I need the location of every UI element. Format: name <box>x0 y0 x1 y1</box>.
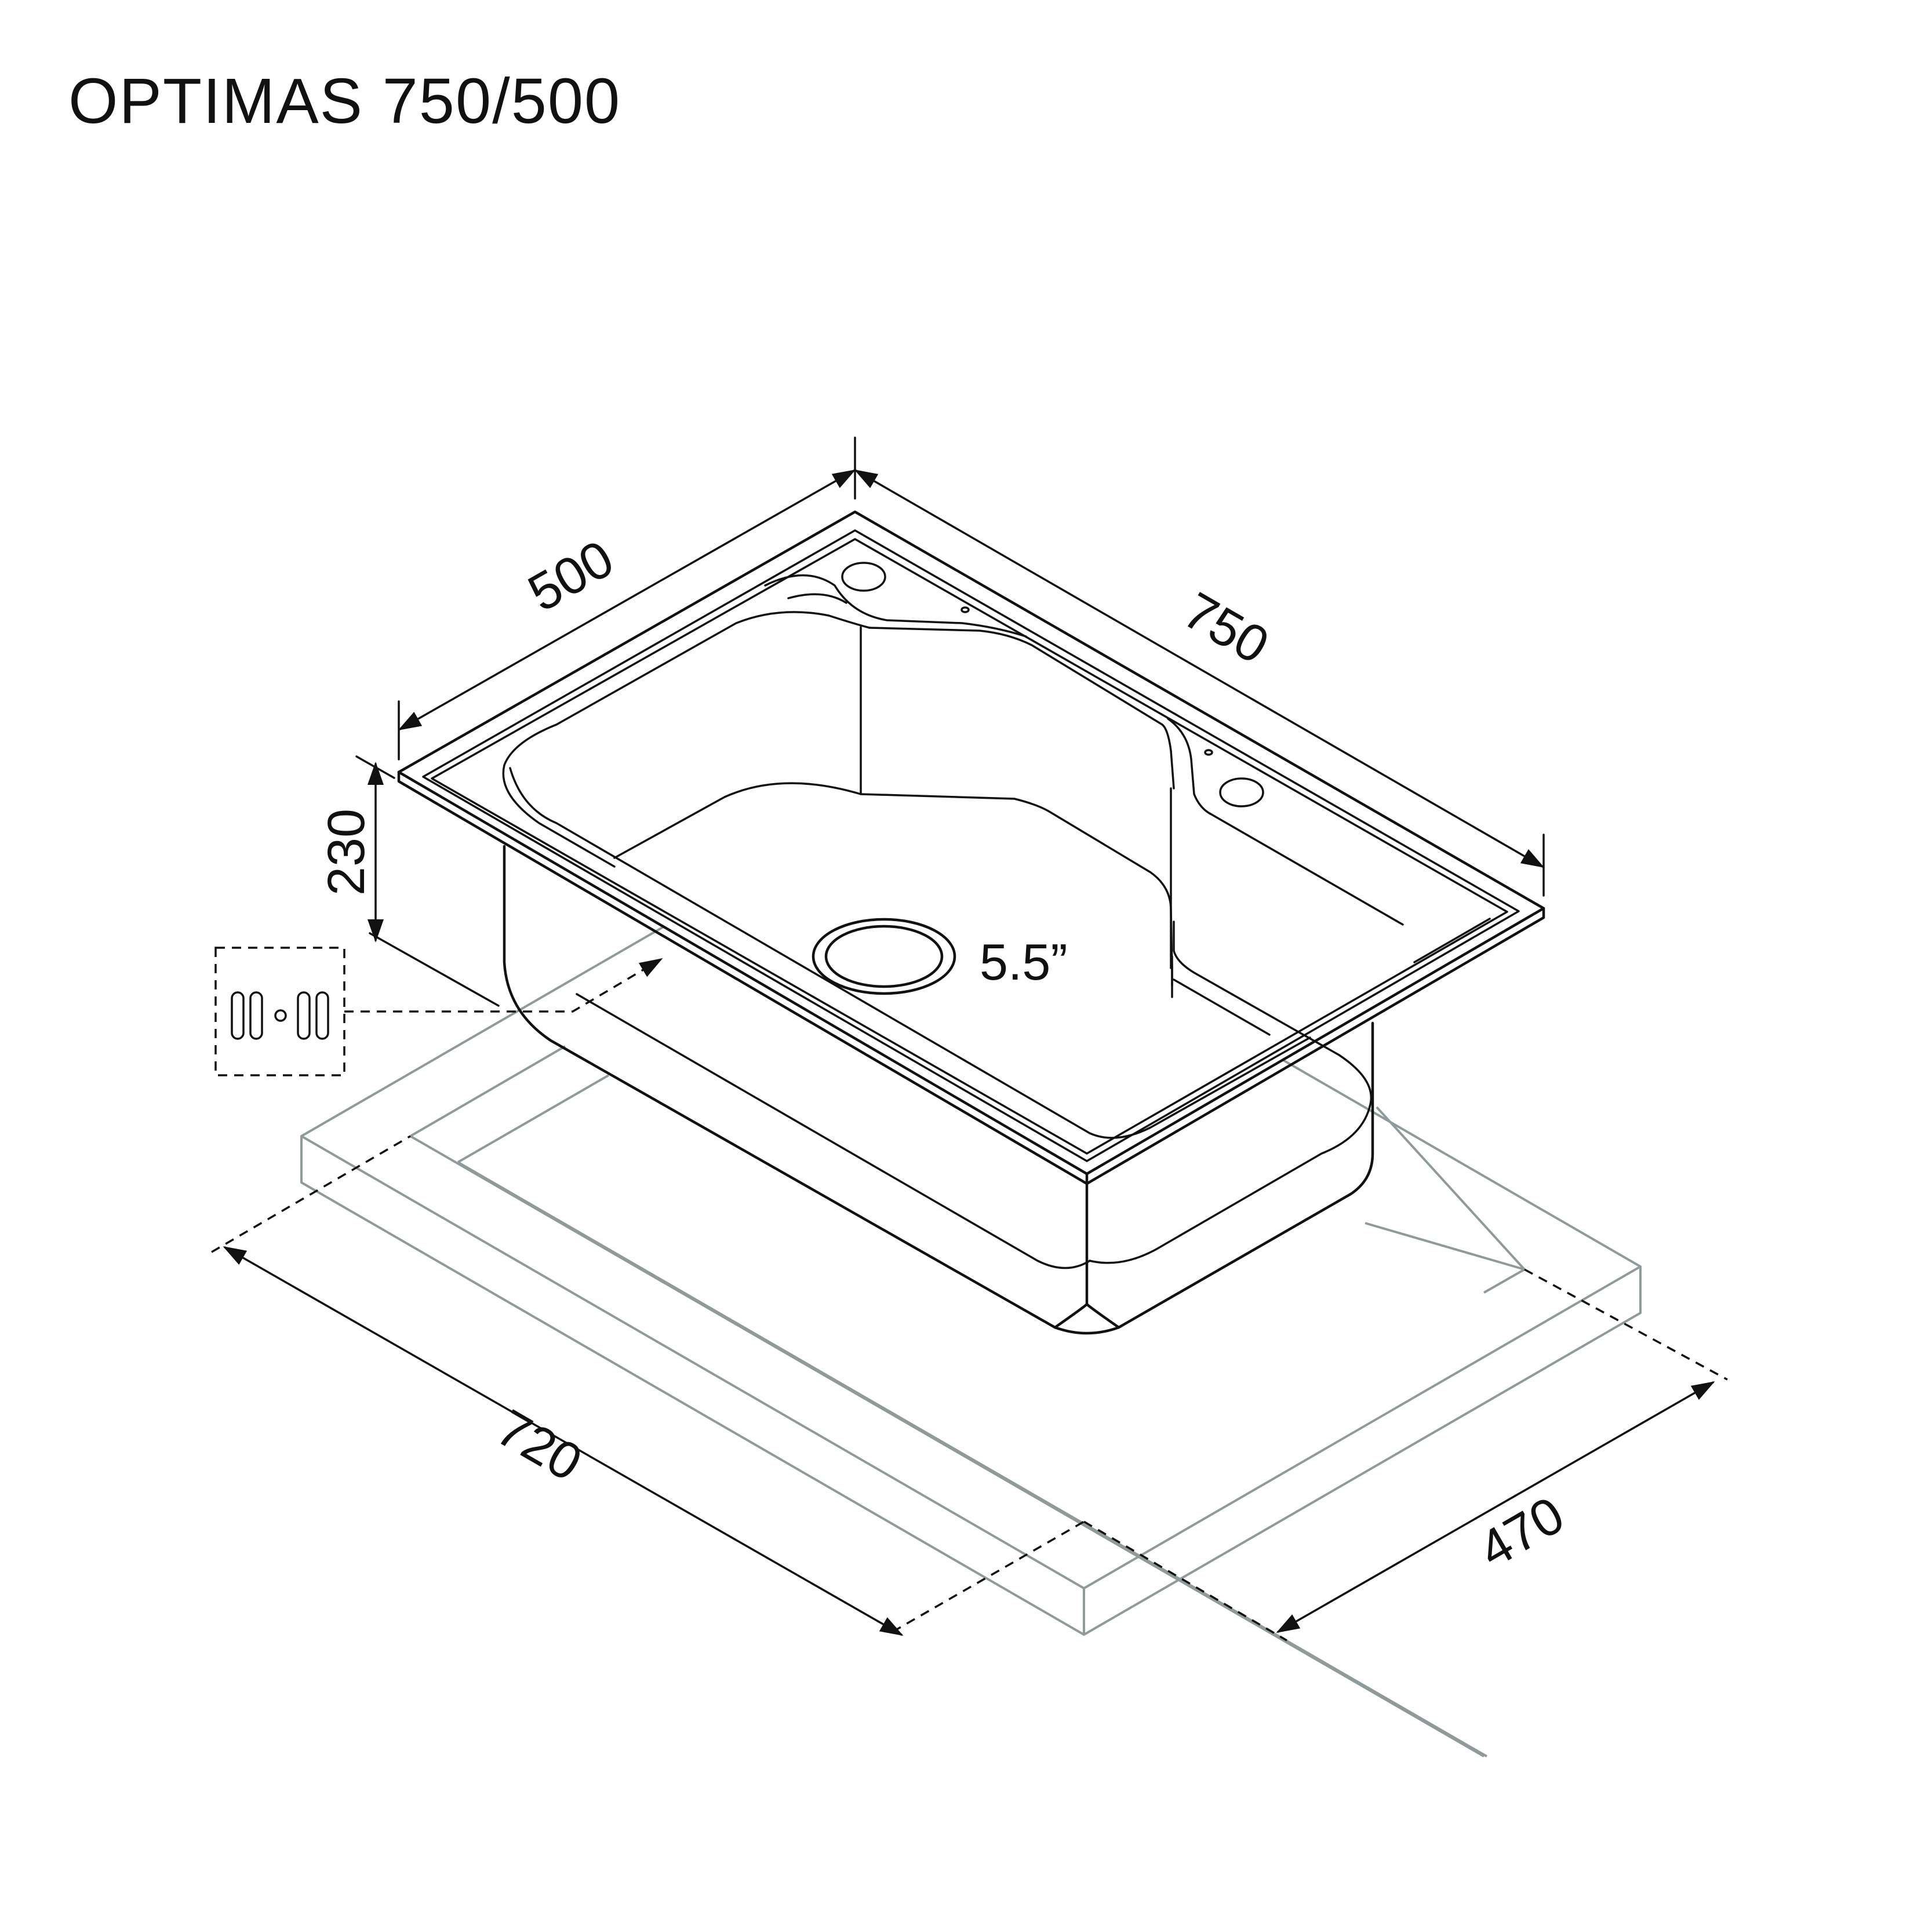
dimension-720-label: 720 <box>487 1399 591 1493</box>
dimension-230-label: 230 <box>318 809 376 896</box>
dimension-470-label: 470 <box>1469 1486 1574 1580</box>
sink-body <box>397 510 1545 1335</box>
dimension-230: 230 <box>318 755 500 1007</box>
drain-size-label: 5.5” <box>980 933 1068 991</box>
drain-inner <box>824 925 944 988</box>
dimension-470: 470 <box>1083 1268 1728 1642</box>
overflow-detail <box>214 947 663 1076</box>
dimension-750-label: 750 <box>1174 581 1278 675</box>
product-title: OPTIMAS 750/500 <box>68 66 621 137</box>
drain-outer <box>812 918 956 995</box>
dimension-500-label: 500 <box>519 529 623 623</box>
